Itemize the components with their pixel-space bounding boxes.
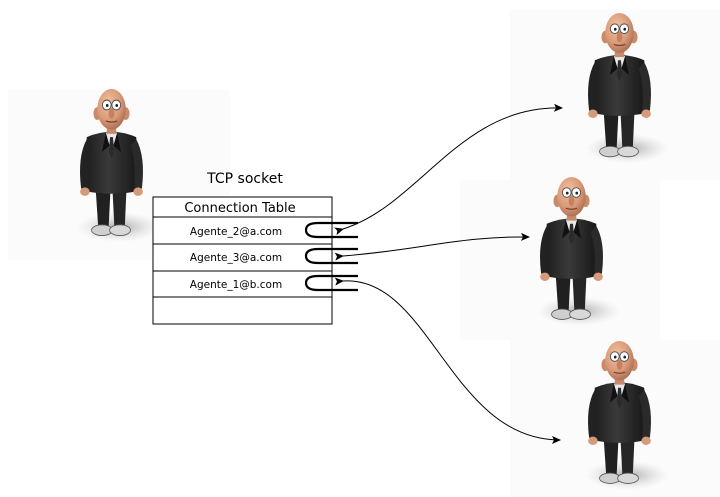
tcp-socket-label: TCP socket: [206, 171, 283, 187]
socket-loop-1: [304, 221, 358, 239]
connection-row-3: Agente_1@b.com: [190, 279, 282, 291]
connection-table: Connection Table Agente_2@a.com Agente_3…: [152, 196, 333, 325]
connection-arrow-1: [334, 103, 563, 236]
connection-table-title: Connection Table: [184, 201, 295, 216]
connection-arrow-3: [334, 277, 561, 444]
connection-row-1: Agente_2@a.com: [190, 226, 282, 238]
connection-arrow-2: [334, 232, 530, 261]
connection-row-2: Agente_3@a.com: [190, 252, 282, 264]
socket-loop-3: [304, 274, 358, 292]
socket-loop-2: [304, 247, 358, 265]
